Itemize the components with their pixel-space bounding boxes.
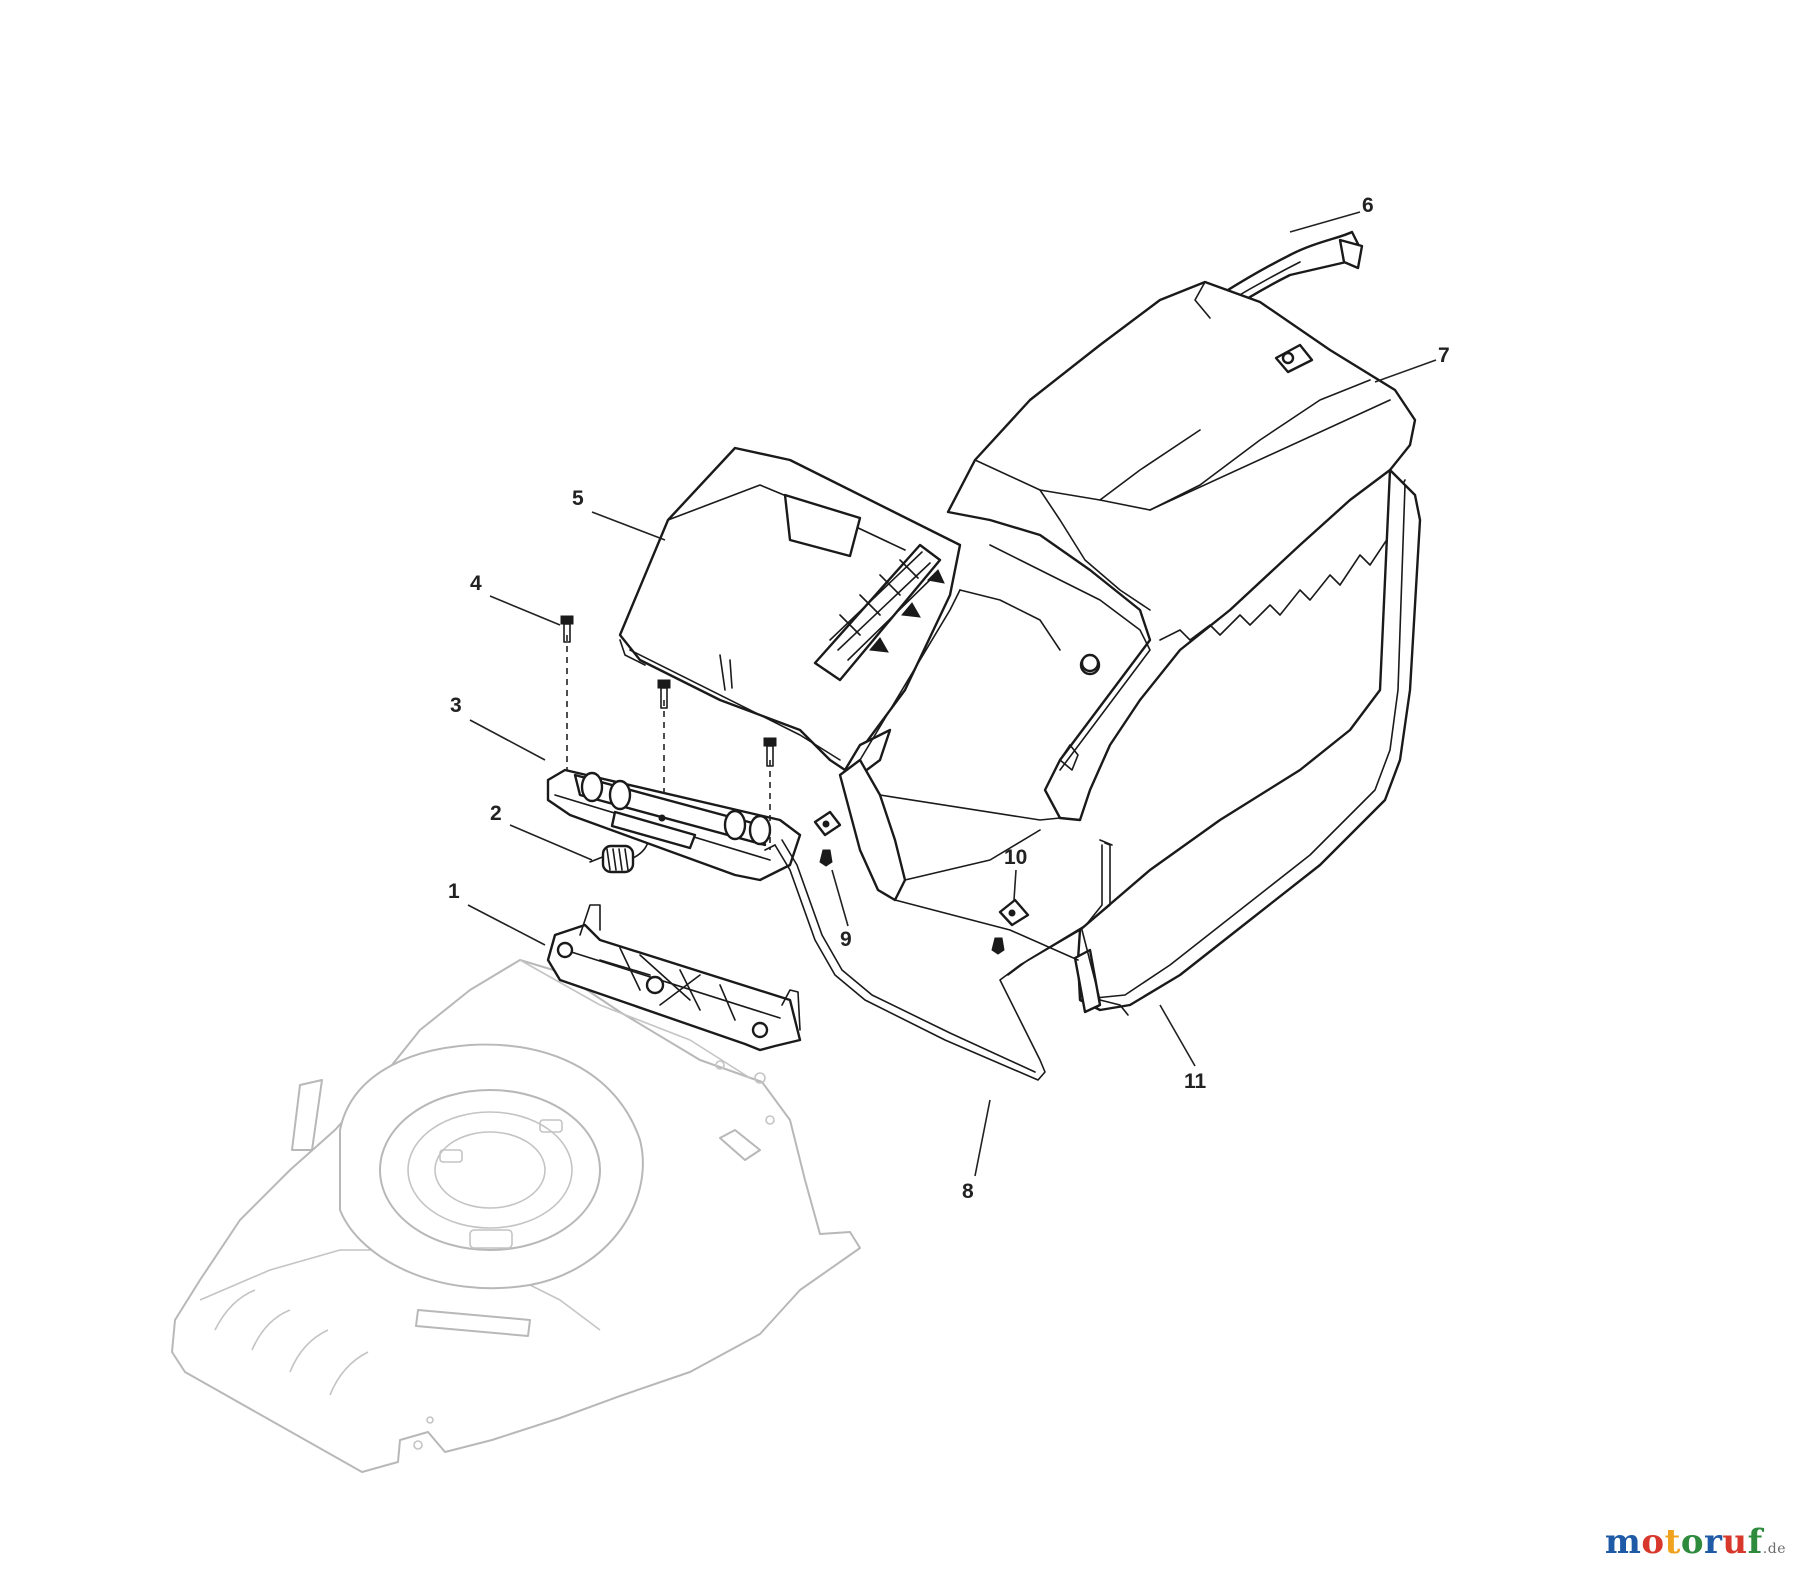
svg-text:1: 1 xyxy=(448,880,460,903)
part-5-catcher-lid xyxy=(618,446,962,777)
callout-7: 7 xyxy=(1374,344,1450,383)
part-10-clip xyxy=(991,898,1030,955)
callout-9: 9 xyxy=(831,869,852,951)
callout-3: 3 xyxy=(450,694,546,761)
watermark-letter-o1: o xyxy=(1641,1522,1665,1562)
screw-a xyxy=(560,615,574,643)
svg-text:10: 10 xyxy=(1004,846,1027,869)
part-4-screws xyxy=(560,615,777,850)
watermark-letter-o2: o xyxy=(1680,1522,1704,1562)
callout-10: 10 xyxy=(1004,846,1027,901)
part-1-hinge-bracket xyxy=(546,904,802,1052)
callout-8: 8 xyxy=(962,1099,991,1203)
callout-5: 5 xyxy=(572,487,666,541)
part-2-spring xyxy=(589,841,649,874)
svg-text:9: 9 xyxy=(840,928,852,951)
part-8-u-frame xyxy=(764,839,1113,1081)
screw-c xyxy=(763,737,777,767)
callout-1: 1 xyxy=(448,880,546,946)
watermark-letter-t: t xyxy=(1664,1522,1681,1562)
part-7-catcher-top xyxy=(946,280,1417,822)
watermark-letter-f: f xyxy=(1747,1522,1763,1562)
svg-text:11: 11 xyxy=(1184,1070,1207,1093)
motoruf-watermark: motoruf.de xyxy=(1605,1522,1786,1562)
callout-11: 11 xyxy=(1159,1004,1207,1093)
watermark-letter-m: m xyxy=(1604,1522,1642,1562)
svg-text:6: 6 xyxy=(1362,194,1374,217)
callout-2: 2 xyxy=(490,802,593,861)
svg-text:7: 7 xyxy=(1438,344,1450,367)
catcher-frame-body xyxy=(838,589,1100,961)
part-9-clip xyxy=(813,810,842,867)
callout-4: 4 xyxy=(470,572,561,626)
callout-6: 6 xyxy=(1289,194,1374,233)
svg-text:5: 5 xyxy=(572,487,584,510)
part-11-catcher-bag xyxy=(1073,468,1422,1016)
svg-text:3: 3 xyxy=(450,694,462,717)
svg-text:2: 2 xyxy=(490,802,502,825)
part-3-rear-flap xyxy=(546,768,802,882)
watermark-letter-u: u xyxy=(1722,1522,1748,1562)
svg-text:4: 4 xyxy=(470,572,482,595)
watermark-letter-r: r xyxy=(1704,1522,1723,1562)
watermark-suffix: .de xyxy=(1762,1541,1786,1557)
mower-deck-outline xyxy=(171,959,861,1473)
screw-b xyxy=(657,679,671,709)
lid-warning-label xyxy=(813,543,945,682)
svg-text:8: 8 xyxy=(962,1180,974,1203)
